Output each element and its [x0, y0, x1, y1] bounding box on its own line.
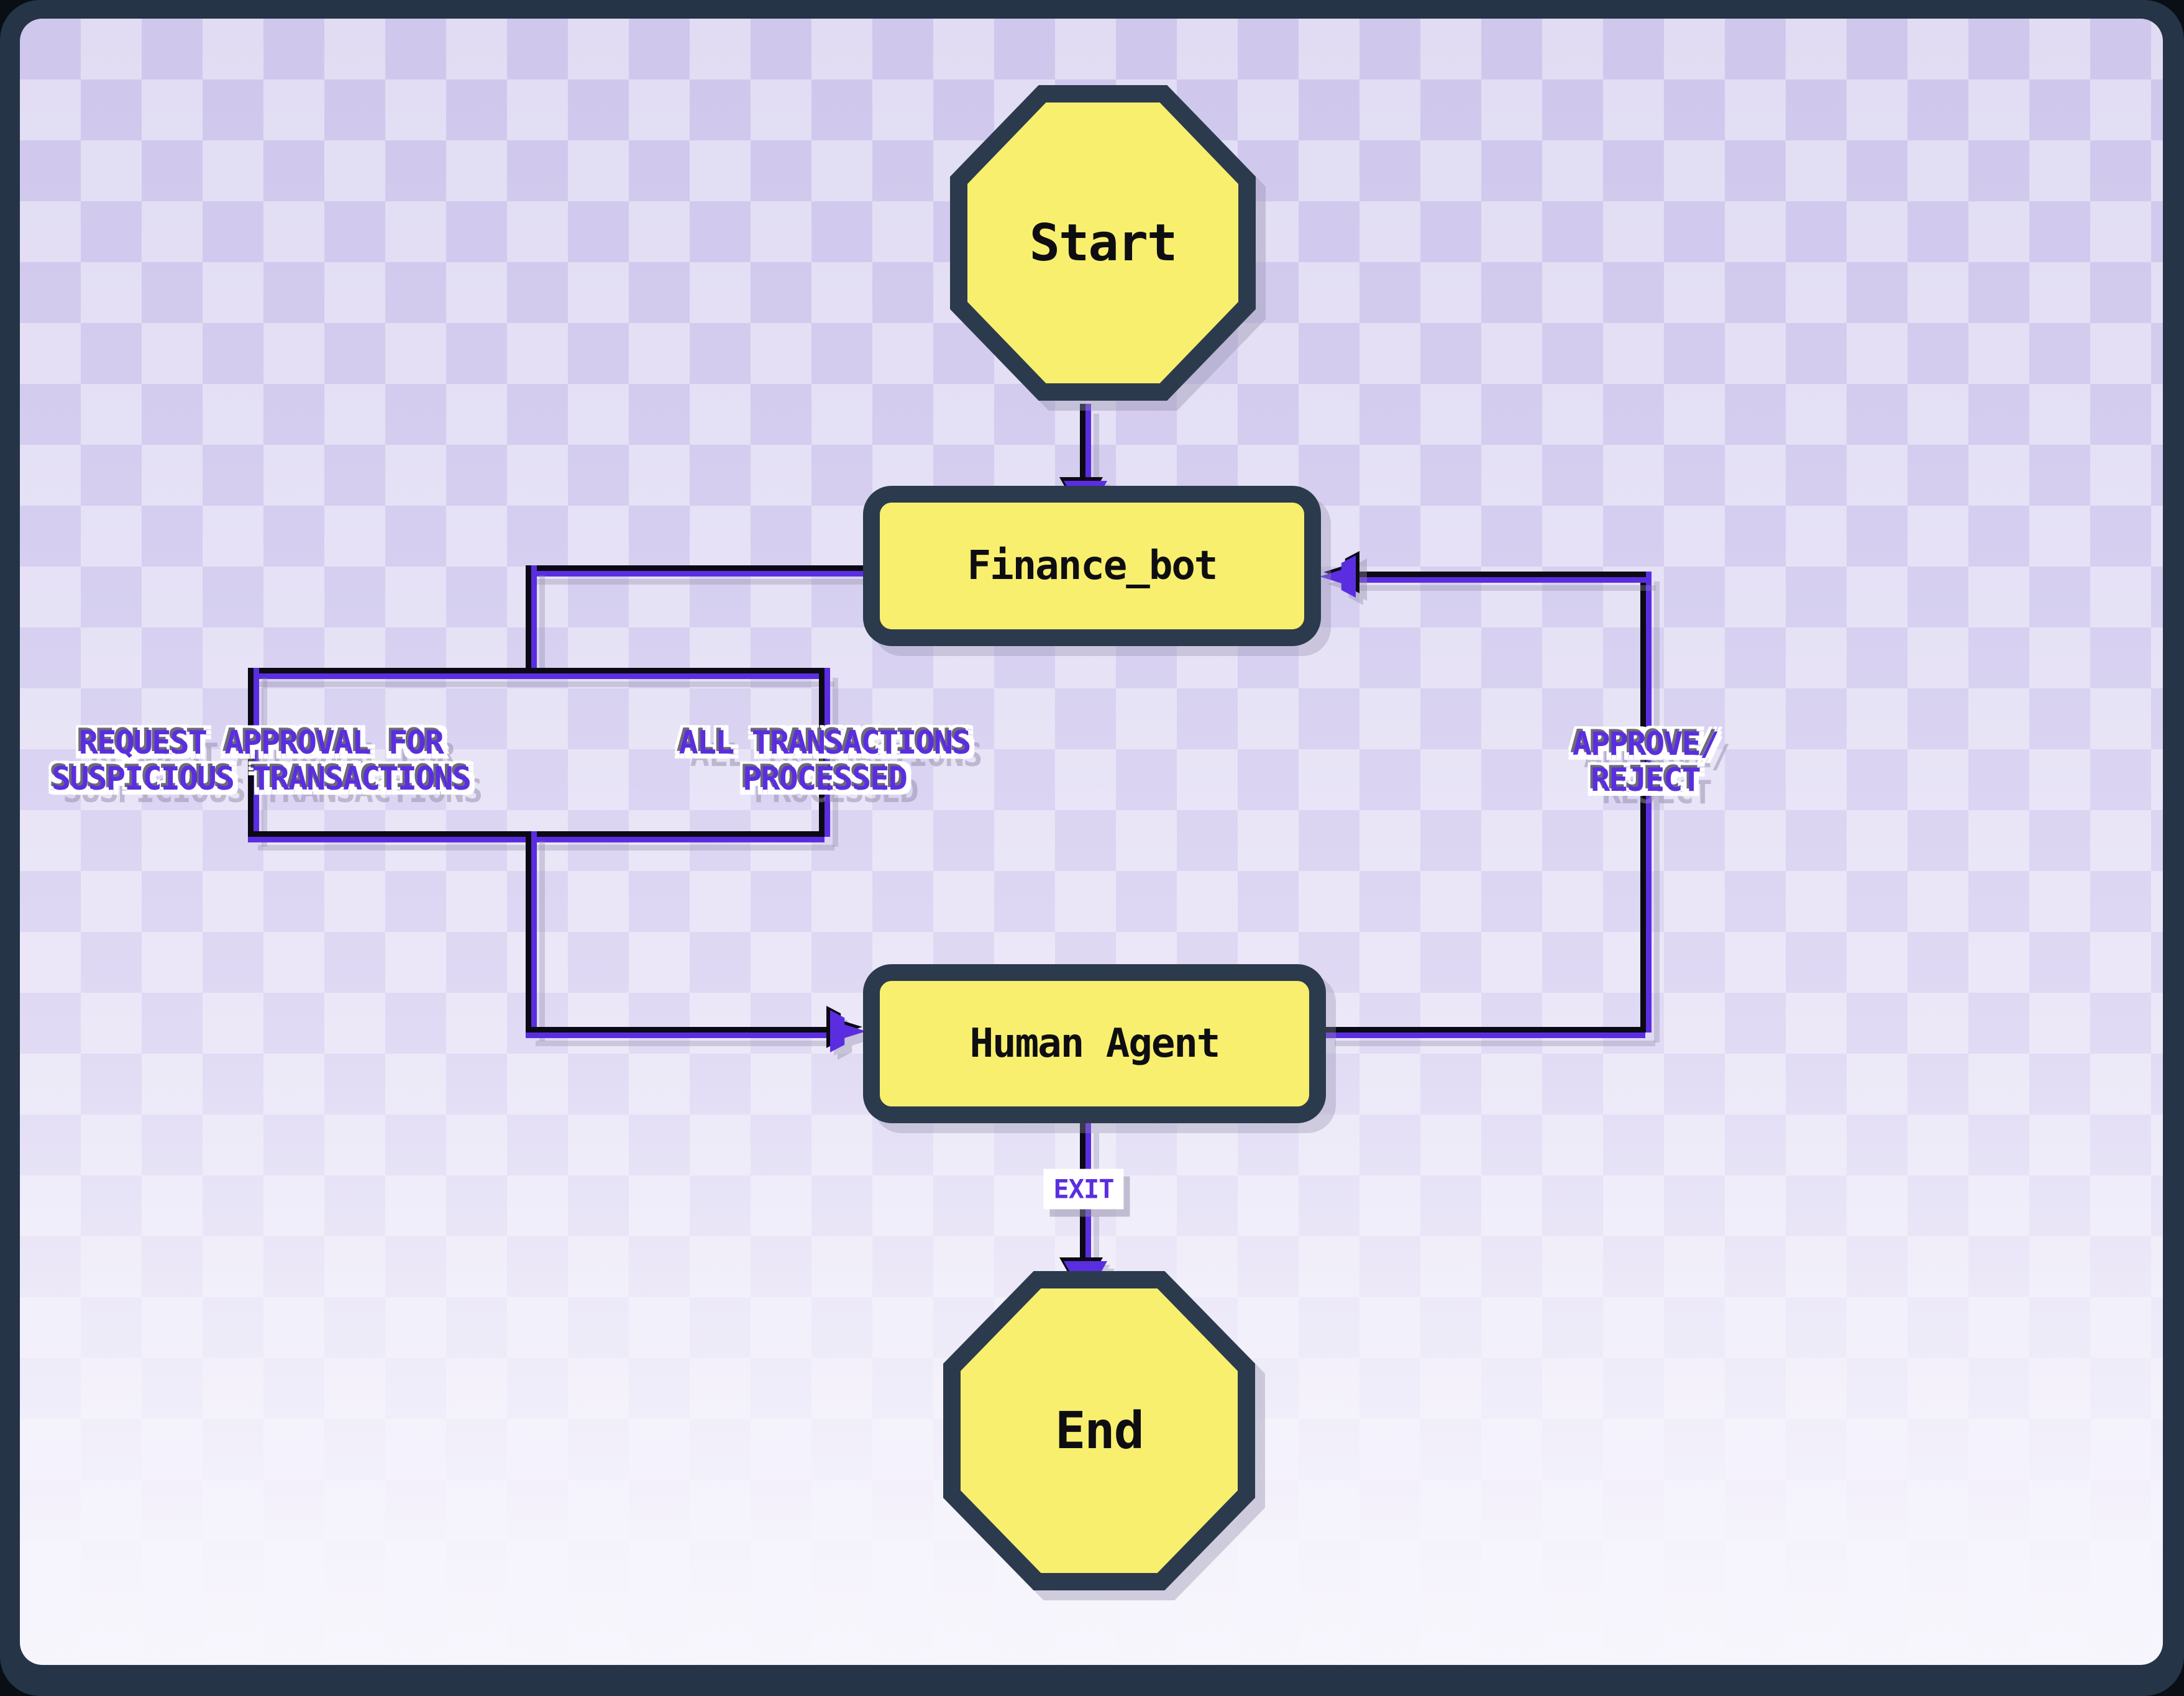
edge-segment: [1640, 572, 1646, 1033]
edge-label-line: SUSPICIOUS TRANSACTIONS: [51, 760, 472, 798]
edge-label-approve-reject: APPROVE/ REJECT: [1496, 726, 1794, 798]
edge-label-request-approval: REQUEST APPROVAL FOR SUSPICIOUS TRANSACT…: [37, 725, 485, 797]
arrowhead-right-icon: [826, 1006, 866, 1052]
edge-segment: [526, 565, 531, 668]
edge-label-exit: EXIT: [1043, 1169, 1124, 1210]
edge-segment: [526, 565, 865, 571]
node-end: End: [943, 1271, 1255, 1590]
edge-segment: [248, 668, 825, 673]
edge-label-line: REJECT: [1591, 762, 1701, 799]
node-body: End: [961, 1288, 1238, 1573]
edge-label-line: APPROVE/: [1572, 726, 1719, 763]
edge-label-line: PROCESSED: [742, 760, 908, 798]
node-label: Start: [1029, 213, 1178, 273]
edge-label-line: ALL TRANSACTIONS: [679, 724, 972, 762]
edge-segment: [1343, 572, 1646, 577]
node-finance-bot: Finance_bot: [863, 486, 1321, 646]
node-human-agent: Human Agent: [863, 964, 1326, 1123]
node-label: Finance_bot: [967, 543, 1218, 589]
edge-label-all-processed: ALL TRANSACTIONS PROCESSED: [601, 725, 1048, 797]
edge-segment: [526, 1027, 834, 1033]
edge-segment: [248, 668, 254, 837]
edge-segment: [1080, 1206, 1085, 1277]
node-body: Start: [967, 103, 1238, 383]
node-label: End: [1054, 1401, 1145, 1461]
edge-segment: [1325, 1027, 1645, 1033]
edge-segment: [1080, 1123, 1085, 1172]
edge-segment: [1080, 404, 1085, 483]
edge-segment: [819, 668, 825, 837]
edge-segment: [526, 831, 531, 1031]
diagram-canvas: REQUEST APPROVAL FOR SUSPICIOUS TRANSACT…: [20, 19, 2163, 1665]
node-label: Human Agent: [969, 1021, 1221, 1067]
edge-label-line: REQUEST APPROVAL FOR: [78, 724, 444, 762]
node-start: Start: [950, 85, 1256, 401]
edge-segment: [248, 831, 825, 837]
arrowhead-left-icon: [1320, 551, 1359, 598]
